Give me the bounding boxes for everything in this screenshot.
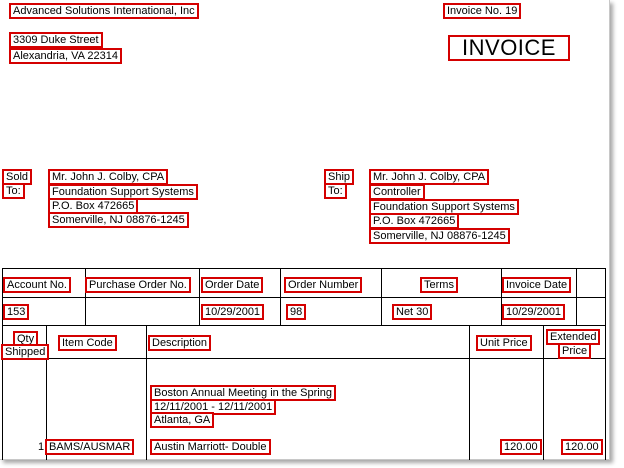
table-col-divider [576,268,577,325]
item-extended-price: 120.00 [561,439,603,455]
event-location: Atlanta, GA [149,412,215,428]
header-qty: Qty [12,331,39,347]
header-order-date: Order Date [200,277,264,293]
value-invoice-date: 10/29/2001 [501,304,566,320]
ship-to-line: Mr. John J. Colby, CPA [368,169,490,185]
header-shipped: Shipped [0,344,50,360]
value-order-number: 98 [285,304,307,320]
sold-to-line: P.O. Box 472665 [47,198,139,214]
header-description: Description [147,335,212,351]
header-terms: Terms [420,277,458,293]
sold-to-label-1: Sold [1,169,33,185]
sold-to-line: Mr. John J. Colby, CPA [47,169,169,185]
event-name: Boston Annual Meeting in the Spring [150,385,336,401]
table-col-divider [85,268,86,325]
ship-to-label-1: Ship [323,169,355,185]
table-col-divider [199,268,200,325]
header-unit-price: Unit Price [476,335,532,351]
sold-to-line: Foundation Support Systems [48,184,198,200]
invoice-number: Invoice No. 19 [442,3,522,19]
value-terms: Net 30 [391,304,433,320]
item-qty: 1 [38,441,45,453]
header-price: Price [557,343,592,359]
table-border-top [2,268,605,269]
table-col-divider [469,325,470,460]
table-border-right [605,268,606,460]
item-unit-price: 120.00 [500,439,542,455]
header-order-number: Order Number [283,277,363,293]
table-col-divider [501,268,502,325]
header-invoice-date: Invoice Date [501,277,572,293]
ship-to-line: Controller [369,184,425,200]
ship-to-label-2: To: [324,183,347,199]
table-row-divider [2,297,605,298]
table-col-divider [381,268,382,325]
item-code: BAMS/AUSMAR [44,439,135,455]
ship-to-line: Foundation Support Systems [369,199,519,215]
header-account-no: Account No. [3,277,71,293]
ship-to-line: Somerville, NJ 08876-1245 [369,228,510,244]
item-description: Austin Marriott- Double [150,439,271,455]
table-col-divider [146,325,147,460]
table-row-divider [2,358,605,359]
company-city: Alexandria, VA 22314 [9,48,122,64]
sold-to-label-2: To: [2,183,25,199]
sold-to-line: Somerville, NJ 08876-1245 [48,212,189,228]
table-col-divider [46,325,47,460]
ship-to-line: P.O. Box 472665 [368,213,460,229]
invoice-title: INVOICE [448,35,570,61]
header-extended: Extended [545,329,601,345]
invoice-page: Advanced Solutions International, Inc 33… [0,0,610,460]
table-border-left [2,268,3,460]
header-purchase-order-no: Purchase Order No. [85,277,191,293]
company-name: Advanced Solutions International, Inc [9,3,199,19]
table-row-divider [2,325,605,326]
header-item-code: Item Code [58,335,117,351]
table-col-divider [280,268,281,325]
table-col-divider [543,325,544,460]
value-order-date: 10/29/2001 [200,304,265,320]
value-account-no: 153 [2,304,30,320]
event-dates: 12/11/2001 - 12/11/2001 [149,399,277,415]
company-street: 3309 Duke Street [9,32,103,48]
